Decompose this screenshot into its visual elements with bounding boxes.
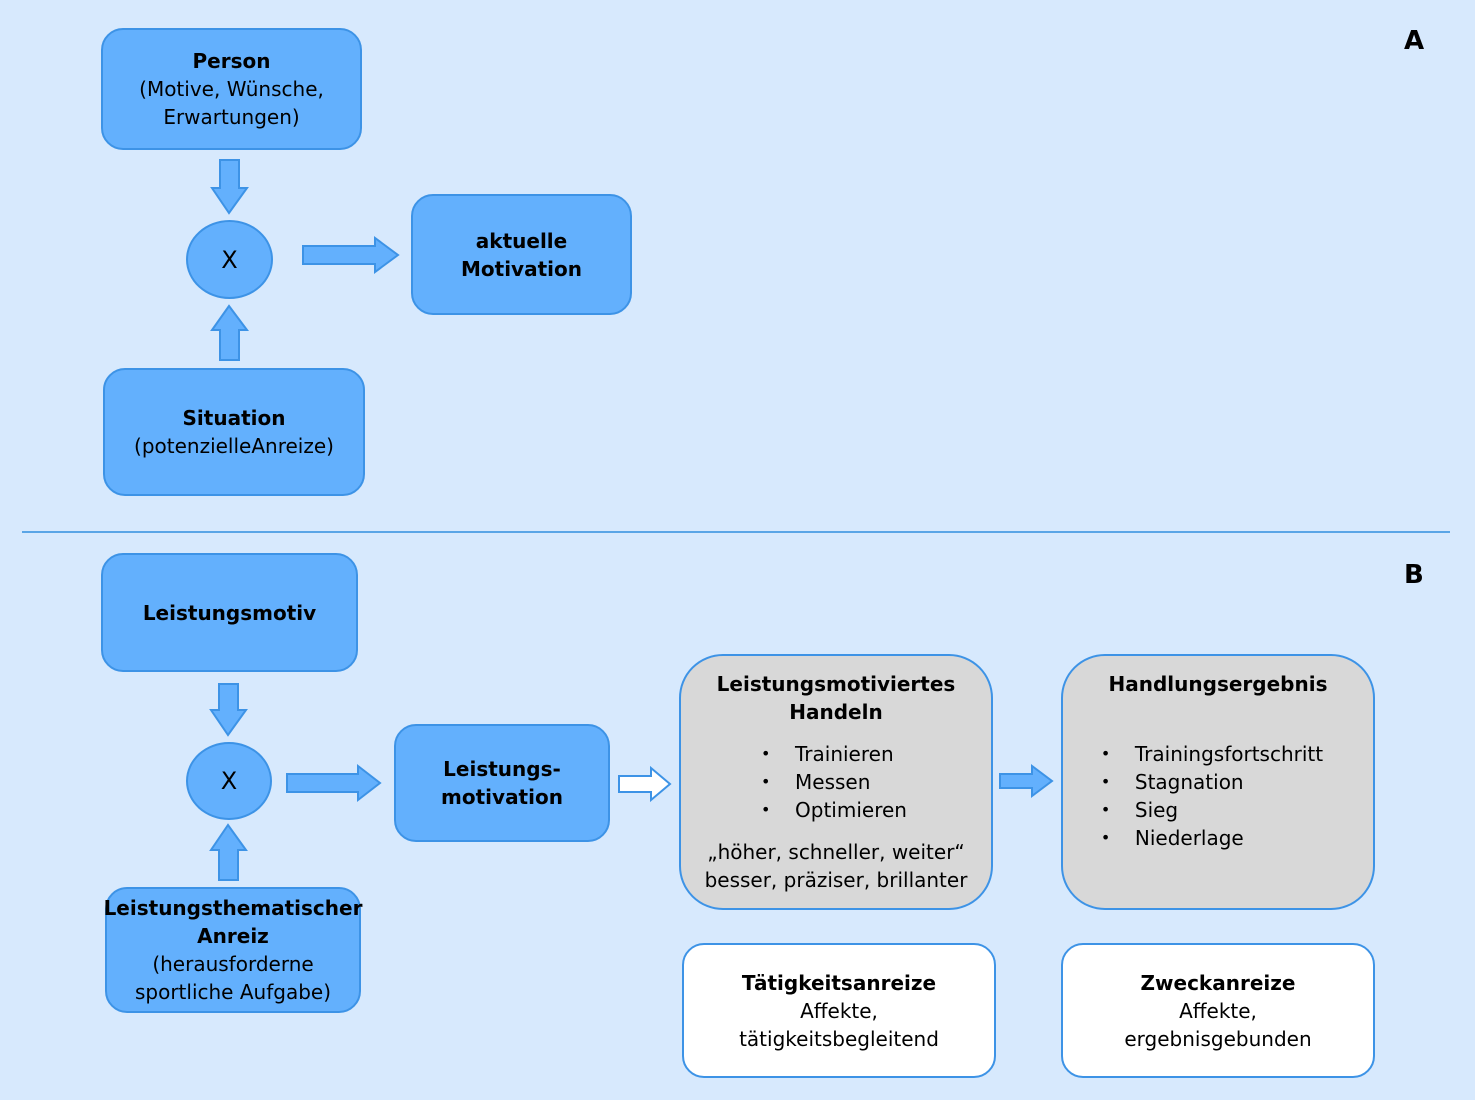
arrow-situation-to-operator — [210, 304, 249, 361]
arrow-motive-to-operator — [209, 683, 248, 737]
achievement-motivation-box: Leistungs- motivation — [394, 724, 610, 842]
panel-label-b: B — [1404, 560, 1424, 590]
current-motivation-line1: aktuelle — [475, 228, 568, 253]
achievement-motivation-line2: motivation — [441, 785, 563, 809]
action-quote-line1: „höher, schneller, weiter“ — [707, 840, 965, 864]
arrow-incentive-to-operator — [209, 823, 248, 881]
person-title: Person — [192, 49, 271, 73]
arrow-operator-to-achievement-motivation — [286, 763, 382, 803]
action-item: Messen — [761, 768, 907, 796]
purpose-incentives-line1: Affekte, — [1179, 998, 1257, 1023]
achievement-motive-box: Leistungsmotiv — [101, 553, 358, 672]
action-title-line2: Handeln — [789, 700, 883, 724]
situation-box: Situation (potenzielleAnreize) — [103, 368, 365, 496]
activity-incentives-box: Tätigkeitsanreize Affekte, tätigkeitsbeg… — [682, 943, 996, 1078]
outcome-item: Stagnation — [1101, 768, 1323, 796]
activity-incentives-line1: Affekte, — [800, 998, 878, 1023]
current-motivation-box: aktuelle Motivation — [411, 194, 632, 315]
incentive-line3: (herausforderne — [152, 952, 314, 976]
outcome-item: Sieg — [1101, 796, 1323, 824]
incentive-line1: Leistungsthematischer — [103, 896, 363, 920]
achievement-motivation-line1: Leistungs- — [443, 757, 561, 781]
purpose-incentives-title: Zweckanreize — [1140, 970, 1296, 995]
arrow-person-to-operator — [210, 159, 249, 215]
current-motivation-line2: Motivation — [461, 256, 582, 281]
incentive-line4: sportliche Aufgabe) — [134, 980, 331, 1004]
activity-incentives-line2: tätigkeitsbegleitend — [739, 1026, 939, 1051]
achievement-motive-title: Leistungsmotiv — [142, 600, 317, 625]
action-list: Trainieren Messen Optimieren — [761, 740, 907, 824]
activity-incentives-title: Tätigkeitsanreize — [741, 970, 937, 995]
purpose-incentives-box: Zweckanreize Affekte, ergebnisgebunden — [1061, 943, 1375, 1078]
action-outcome-box: Handlungsergebnis Trainingsfortschritt S… — [1061, 654, 1375, 910]
outcome-title: Handlungsergebnis — [1108, 672, 1328, 696]
person-line2: Erwartungen) — [163, 105, 300, 129]
action-item: Optimieren — [761, 796, 907, 824]
situation-line1: (potenzielleAnreize) — [134, 434, 334, 458]
multiply-node-a: X — [186, 220, 273, 299]
purpose-incentives-line2: ergebnisgebunden — [1124, 1026, 1312, 1051]
person-box: Person (Motive, Wünsche, Erwartungen) — [101, 28, 362, 150]
incentive-line2: Anreiz — [197, 924, 269, 948]
action-item: Trainieren — [761, 740, 907, 768]
outcome-item: Trainingsfortschritt — [1101, 740, 1323, 768]
arrow-action-to-outcome — [999, 764, 1054, 798]
action-title-line1: Leistungsmotiviertes — [716, 672, 956, 696]
situation-title: Situation — [182, 406, 286, 430]
outcome-list: Trainingsfortschritt Stagnation Sieg Nie… — [1101, 740, 1323, 852]
arrow-motivation-to-action — [618, 765, 672, 803]
panel-divider — [22, 531, 1450, 533]
action-quote-line2: besser, präziser, brillanter — [704, 868, 968, 892]
achievement-action-box: Leistungsmotiviertes Handeln Trainieren … — [679, 654, 993, 910]
arrow-operator-to-motivation — [302, 236, 400, 274]
outcome-item: Niederlage — [1101, 824, 1323, 852]
panel-label-a: A — [1404, 26, 1425, 56]
achievement-incentive-box: Leistungsthematischer Anreiz (herausford… — [103, 887, 363, 1013]
person-line1: (Motive, Wünsche, — [139, 77, 324, 101]
multiply-node-b: X — [186, 742, 272, 820]
